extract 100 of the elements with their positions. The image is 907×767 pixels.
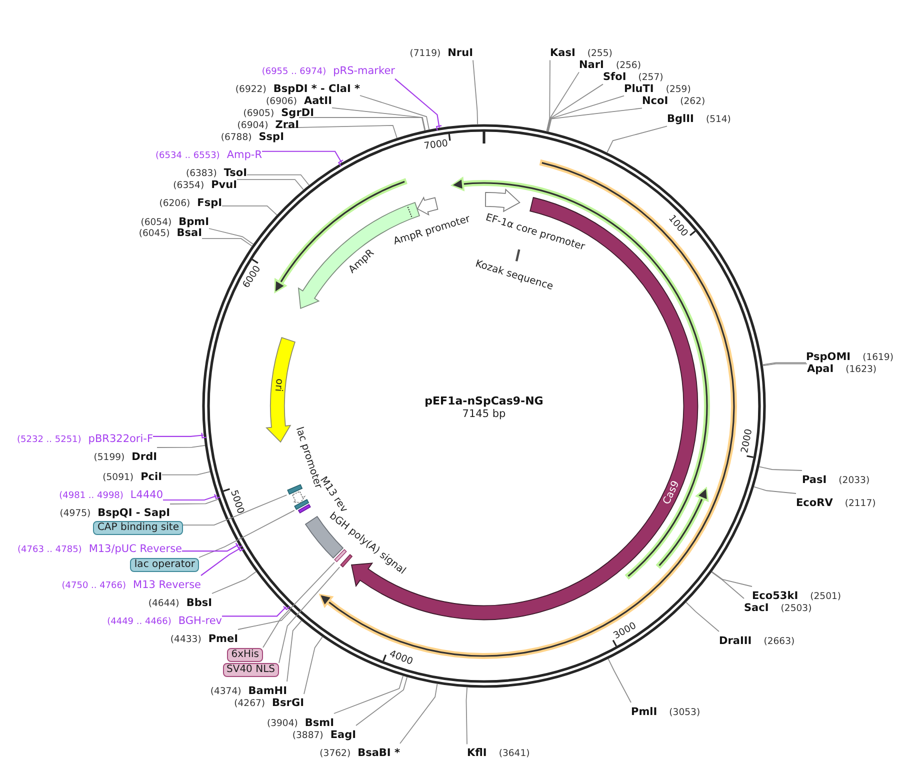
enzyme-name: EagI (330, 728, 356, 740)
leader-line (222, 206, 278, 216)
enzyme-name: PasI (802, 474, 827, 486)
site-position: (2117) (844, 498, 876, 508)
leader-line (332, 107, 426, 131)
leader-line (261, 150, 344, 167)
leader-line (236, 179, 304, 190)
enzyme-name: PspOMI (806, 350, 851, 362)
enzyme-name: PluTI (624, 82, 654, 95)
primer-name: L4440 (130, 489, 163, 502)
site-position: (7119) (410, 48, 441, 60)
site-position: (6354) (173, 180, 204, 191)
primer-name: pRS-marker (333, 64, 395, 77)
enzyme-name: EcoRV (796, 496, 833, 508)
leader-line (754, 486, 796, 494)
enzyme-name: BsrGI (272, 697, 304, 709)
site-position: (1619) (862, 352, 894, 362)
site-position: (2503) (780, 602, 812, 614)
leader-line (152, 432, 207, 438)
leader-line (546, 84, 604, 132)
leader-line (284, 124, 398, 138)
enzyme-name: FspI (197, 197, 222, 210)
site-position: (262) (680, 96, 706, 108)
leader-line (182, 494, 288, 526)
site-position: (4433) (170, 634, 202, 644)
leader-line (686, 602, 720, 632)
leader-line (221, 606, 290, 617)
leader-line (170, 498, 219, 504)
leader-line (238, 610, 291, 630)
enzyme-name: TsoI (224, 167, 247, 180)
site-position: (3641) (498, 748, 530, 760)
leader-line (712, 571, 752, 587)
leader-line (548, 108, 642, 132)
enzyme-name: BspDI * - ClaI * (273, 82, 360, 94)
leader-line (360, 95, 430, 130)
feature-name-tag: SV40 NLS (222, 663, 279, 677)
feature-mark (340, 554, 352, 568)
primer-range: (4763 .. 4785) (18, 544, 82, 555)
enzyme-name: SfoI (603, 71, 626, 84)
primer-range: (6955 .. 6974) (262, 66, 326, 77)
site-position: (3904) (266, 718, 298, 728)
enzyme-name: PmlI (631, 706, 658, 718)
enzyme-name: ZraI (275, 118, 299, 131)
enzyme-name: AatII (304, 94, 332, 107)
leader-line (162, 471, 210, 476)
leader-line (400, 683, 438, 744)
feature-mark (294, 499, 310, 510)
site-position: (2033) (838, 474, 870, 486)
leader-line (304, 636, 323, 694)
leader-line (156, 445, 206, 448)
site-position: (3887) (292, 730, 324, 740)
site-position: (3053) (669, 706, 700, 718)
scale-label: 4000 (387, 648, 414, 668)
feature-label: Cas9 (661, 479, 683, 507)
primer-name: Amp-R (226, 148, 262, 161)
primer-range: (4981 .. 4998) (59, 491, 124, 502)
enzyme-name: BglII (667, 113, 694, 126)
feature-name-tag: 6xHis (227, 648, 263, 662)
leader-line (286, 620, 302, 682)
primer-range: (4750 .. 4766) (62, 580, 126, 590)
leader-line (711, 572, 744, 599)
primer-name: M13/pUC Reverse (88, 542, 182, 555)
leader-line (278, 566, 340, 664)
site-position: (4374) (210, 686, 242, 696)
leader-line (262, 562, 335, 648)
site-position: (2663) (764, 636, 795, 646)
site-position: (6206) (159, 198, 190, 210)
primer-range: (5232 .. 5251) (17, 435, 82, 446)
site-position: (256) (616, 60, 641, 72)
enzyme-name: BbsI (186, 596, 212, 608)
primer-name: M13 Reverse (133, 578, 201, 590)
site-position: (255) (587, 48, 612, 60)
site-position: (6922) (235, 84, 266, 94)
leader-line (208, 228, 254, 245)
enzyme-name: PciI (140, 470, 162, 482)
site-position: (4975) (60, 508, 91, 519)
feature-name-tag: CAP binding site (93, 521, 183, 536)
leader-line (472, 60, 478, 125)
leader-line (200, 546, 244, 576)
leader-line (212, 571, 256, 594)
enzyme-name: NruI (448, 47, 473, 60)
enzyme-name: SspI (258, 130, 284, 143)
leader-line (547, 95, 624, 132)
site-position: (514) (706, 114, 731, 126)
site-position: (259) (666, 84, 691, 95)
enzyme-name: SacI (744, 602, 769, 614)
enzyme-name: NcoI (642, 95, 668, 108)
leader-line (606, 126, 668, 153)
leader-line (202, 238, 252, 246)
enzyme-name: BpmI (178, 216, 209, 228)
feature-mark (334, 549, 348, 562)
site-position: (6906) (266, 96, 297, 107)
enzyme-name: PvuI (211, 178, 237, 191)
feature-name-tag: lac operator (130, 558, 199, 572)
leader-line (546, 72, 580, 132)
scale-label: 2000 (739, 428, 754, 454)
feature-label: ori (271, 378, 285, 392)
site-position: (6788) (220, 132, 252, 143)
scale-label: 5000 (228, 488, 246, 516)
leader-line (394, 78, 442, 131)
